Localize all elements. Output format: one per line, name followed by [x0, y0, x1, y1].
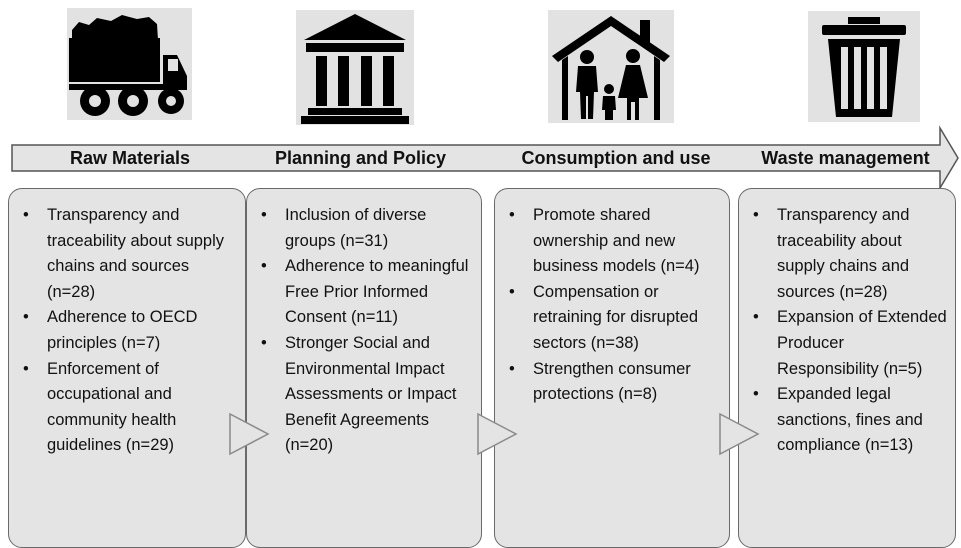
government-building-icon-box	[296, 10, 414, 125]
stage-label-planning-and-policy: Planning and Policy	[274, 148, 447, 168]
bullet-list: Transparency and traceability about supp…	[739, 189, 955, 459]
list-item: Transparency and traceability about supp…	[9, 203, 237, 305]
panel-consumption-and-use: Promote shared ownership and new busines…	[494, 188, 730, 548]
connector-arrow-2	[477, 412, 518, 456]
panel-raw-materials: Transparency and traceability about supp…	[8, 188, 246, 548]
stage-label-waste-management: Waste management	[761, 148, 930, 168]
connector-arrow-3	[719, 412, 760, 456]
list-item: Adherence to OECD principles (n=7)	[9, 305, 237, 356]
list-item: Strengthen consumer protections (n=8)	[495, 357, 721, 408]
list-item: Compensation or retraining for disrupted…	[495, 280, 721, 357]
bullet-list: Inclusion of diverse groups (n=31) Adher…	[247, 189, 481, 459]
trash-bin-icon	[822, 17, 906, 117]
list-item: Enforcement of occupational and communit…	[9, 357, 237, 459]
bullet-list: Transparency and traceability about supp…	[9, 189, 245, 459]
list-item: Transparency and traceability about supp…	[739, 203, 947, 305]
list-item: Expanded legal sanctions, fines and comp…	[739, 382, 947, 459]
family-house-icon	[552, 16, 670, 120]
list-item: Adherence to meaningful Free Prior Infor…	[247, 254, 473, 331]
list-item: Stronger Social and Environmental Impact…	[247, 331, 473, 459]
dump-truck-icon-box	[67, 8, 192, 120]
stage-label-raw-materials: Raw Materials	[69, 148, 191, 168]
bullet-list: Promote shared ownership and new busines…	[495, 189, 729, 408]
list-item: Promote shared ownership and new busines…	[495, 203, 721, 280]
government-building-icon	[301, 14, 409, 124]
panel-waste-management: Transparency and traceability about supp…	[738, 188, 956, 548]
dump-truck-icon	[69, 15, 187, 116]
connector-arrow-1	[229, 412, 270, 456]
stage-label-consumption-and-use: Consumption and use	[521, 148, 711, 168]
list-item: Expansion of Extended Producer Responsib…	[739, 305, 947, 382]
panel-planning-and-policy: Inclusion of diverse groups (n=31) Adher…	[246, 188, 482, 548]
family-house-icon-box	[548, 10, 674, 123]
trash-bin-icon-box	[808, 11, 920, 122]
process-arrow	[11, 125, 959, 191]
list-item: Inclusion of diverse groups (n=31)	[247, 203, 473, 254]
